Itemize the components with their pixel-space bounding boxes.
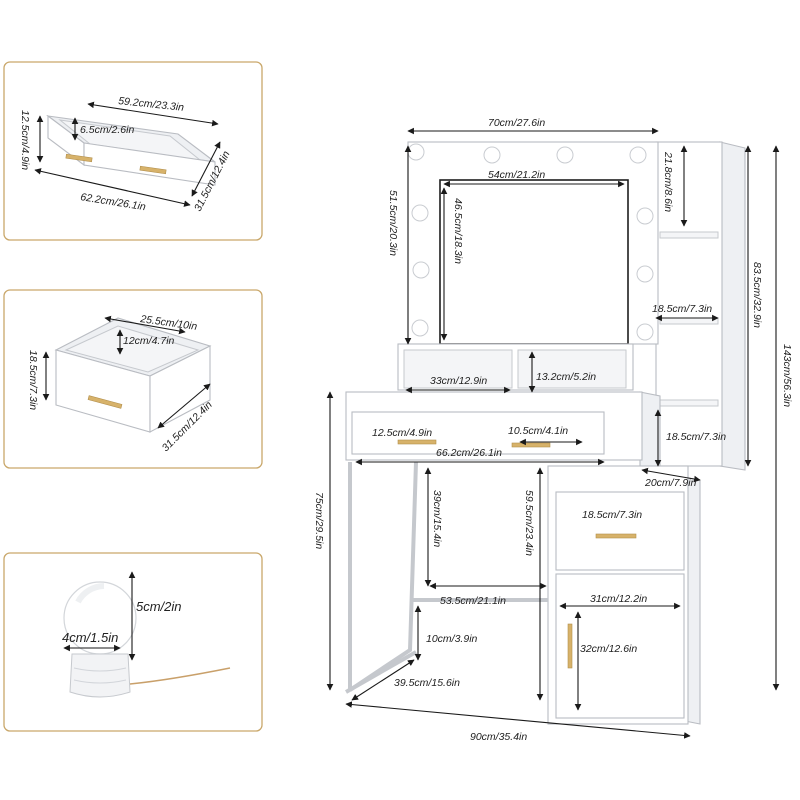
label-leg-space-height: 39cm/15.4in — [431, 490, 443, 547]
label-total-height: 143cm/56.3in — [781, 344, 793, 407]
light-bulb — [411, 204, 429, 222]
cabinet-drawer — [555, 491, 685, 571]
label-mirror-height: 46.5cm/18.3in — [452, 198, 464, 264]
label-cubby-height: 13.2cm/5.2in — [536, 371, 596, 383]
cabinet-drawer-handle — [595, 533, 637, 539]
drawer-handle — [87, 395, 123, 409]
label-height: 18.5cm/7.3in — [27, 350, 39, 410]
main-drawer-handle-right — [511, 442, 551, 448]
mirror-glass — [439, 179, 629, 345]
label-cabinet-side-depth: 20cm/7.9in — [644, 477, 697, 489]
label-drawer-height: 12.5cm/4.9in — [372, 427, 432, 439]
light-bulb — [412, 261, 430, 279]
label-mirror-width: 54cm/21.2in — [488, 169, 545, 181]
label-cabinet-door-height: 32cm/12.6in — [580, 643, 637, 655]
label-mirror-frame-width: 70cm/27.6in — [488, 117, 545, 129]
arrow-total-width — [345, 701, 691, 739]
label-total-width: 90cm/35.4in — [470, 731, 527, 743]
label-inner-depth: 6.5cm/2.6in — [80, 124, 134, 136]
label-drawer-width: 66.2cm/26.1in — [436, 447, 502, 459]
light-bulb — [556, 146, 574, 164]
light-bulb — [636, 265, 654, 283]
inset-frame — [3, 552, 263, 732]
label-bulb-height: 5cm/2in — [136, 599, 182, 614]
label-inner-height: 12cm/4.7in — [123, 335, 175, 347]
drawer-inside — [64, 325, 200, 373]
main-drawer-handle-left — [397, 439, 437, 445]
label-footrest-width: 53.5cm/21.1in — [440, 595, 506, 607]
side-shelf-edge — [639, 391, 661, 471]
arrow-depth — [191, 141, 221, 197]
label-cabinet-height: 59.5cm/23.4in — [523, 490, 535, 556]
light-bulb — [636, 323, 654, 341]
arrow-leg-depth — [351, 659, 415, 701]
label-leg-depth: 39.5cm/15.6in — [394, 677, 460, 689]
label-bulb-diameter: 4cm/1.5in — [62, 630, 118, 645]
cubby-left — [403, 349, 513, 389]
bulb-base-ridges — [73, 667, 127, 684]
inset-small-drawer: 25.5cm/10in 12cm/4.7in 18.5cm/7.3in 31.5… — [3, 289, 263, 469]
main-dimension-arrows — [326, 127, 780, 739]
arrow-depth — [157, 383, 211, 429]
label-top-shelf-height: 21.8cm/8.6in — [662, 151, 674, 212]
label-lower-shelf-height: 18.5cm/7.3in — [666, 431, 726, 443]
arrow-width-top — [104, 315, 186, 335]
inset-bulb: 5cm/2in 4cm/1.5in — [3, 552, 263, 732]
shelf-tower — [655, 141, 723, 467]
label-shelf-width: 18.5cm/7.3in — [652, 303, 712, 315]
cabinet-door-handle — [567, 623, 573, 669]
drawer-handle-left — [65, 153, 93, 163]
tower-shelf-3 — [659, 399, 719, 407]
label-mirror-frame-height: 51.5cm/20.3in — [387, 190, 399, 256]
light-bulb — [411, 319, 429, 337]
label-footrest-height: 10cm/3.9in — [426, 633, 478, 645]
arrow-cabinet-side-depth — [641, 467, 701, 483]
main-dimension-labels: 70cm/27.6in 51.5cm/20.3in 54cm/21.2in 46… — [313, 117, 793, 743]
light-bulb — [483, 146, 501, 164]
label-height: 12.5cm/4.9in — [19, 110, 31, 170]
main-drawer — [351, 411, 605, 455]
light-bulb — [629, 146, 647, 164]
tower-shelf-1 — [659, 231, 719, 239]
arrow-width-top — [87, 101, 219, 127]
label-cubby-width: 33cm/12.9in — [430, 375, 487, 387]
cubby-right — [517, 349, 627, 389]
tower-shelf-2 — [659, 317, 719, 325]
label-small-drawer-height: 18.5cm/7.3in — [582, 509, 642, 521]
arrow-width-bottom — [34, 168, 191, 207]
bulb-highlight — [75, 583, 105, 604]
bulb-base — [69, 653, 131, 698]
tower-side — [719, 141, 746, 471]
label-upper-height: 83.5cm/32.9in — [751, 262, 763, 328]
inset-large-drawer: 59.2cm/23.3in 6.5cm/2.6in 12.5cm/4.9in 6… — [3, 61, 263, 241]
label-desk-height: 75cm/29.5in — [313, 492, 325, 549]
label-cabinet-width: 31cm/12.2in — [590, 593, 647, 605]
light-bulb — [636, 207, 654, 225]
label-drawer-gap: 10.5cm/4.1in — [508, 425, 568, 437]
bulb-cable — [129, 667, 231, 685]
light-bulb — [407, 143, 425, 161]
